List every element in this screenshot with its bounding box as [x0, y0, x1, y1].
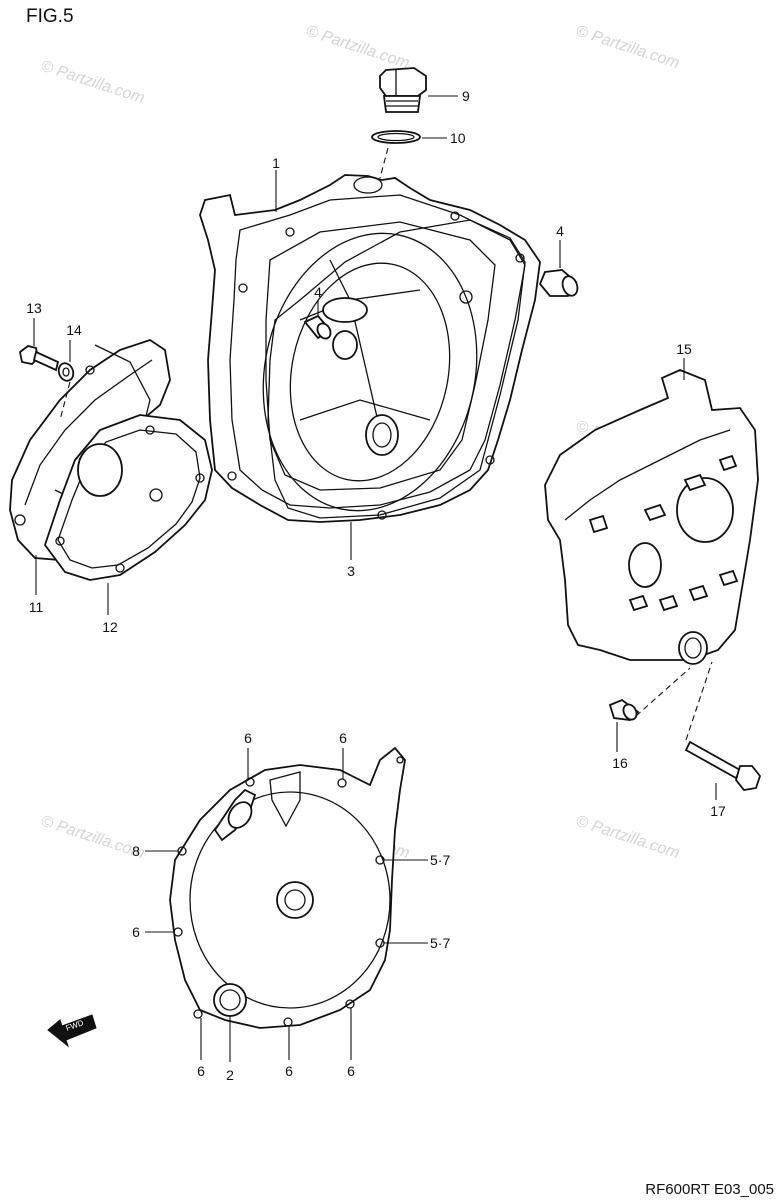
callout: 6 [347, 1063, 355, 1079]
watermark: © Partzilla.com [304, 23, 412, 72]
clutch-cover [199, 174, 541, 523]
callout: 13 [26, 300, 42, 316]
callout: 5·7 [430, 852, 450, 868]
o-ring [371, 130, 421, 144]
washer [57, 362, 75, 382]
callout: 17 [710, 803, 726, 819]
callout: 11 [29, 599, 44, 615]
callout: 16 [612, 755, 628, 771]
bolt [19, 345, 60, 372]
dowel-sleeve [608, 698, 640, 721]
callout: 6 [197, 1063, 205, 1079]
cover-gasket [43, 414, 213, 581]
oil-filler-cap [379, 67, 427, 113]
callout-labels: 1 2 3 4 4 6 6 6 6 6 6 5·7 5·7 8 9 10 11 … [26, 88, 726, 1083]
callout: 15 [676, 341, 692, 357]
watermark: © Partzilla.com [574, 23, 682, 72]
callout: 8 [132, 843, 140, 859]
callout: 12 [102, 619, 118, 635]
callout: 6 [285, 1063, 293, 1079]
figure-code: RF600RT E03_005 [645, 1181, 774, 1198]
figure-title: FIG.5 [26, 6, 74, 27]
sprocket-cover [544, 369, 759, 665]
callout: 6 [132, 924, 140, 940]
fwd-arrow-icon: FWD [47, 1014, 97, 1048]
callout: 6 [339, 730, 347, 746]
callout: 10 [450, 130, 466, 146]
callout: 6 [244, 730, 252, 746]
watermark: © Partzilla.com [39, 813, 147, 862]
callout: 3 [347, 563, 355, 579]
callout: 5·7 [430, 935, 450, 951]
callout: 1 [272, 155, 280, 171]
callout: 14 [66, 322, 82, 338]
callout: 4 [314, 284, 322, 300]
dowel-pin [538, 269, 579, 297]
dowel-pin [303, 314, 332, 340]
callout: 9 [462, 88, 470, 104]
watermark: © Partzilla.com [39, 58, 147, 107]
gasket [267, 219, 526, 519]
generator-cover [169, 746, 406, 1029]
callout: 4 [556, 223, 564, 239]
watermark: © Partzilla.com [574, 813, 682, 862]
callout: 2 [226, 1067, 234, 1083]
bolt-long [684, 740, 762, 791]
